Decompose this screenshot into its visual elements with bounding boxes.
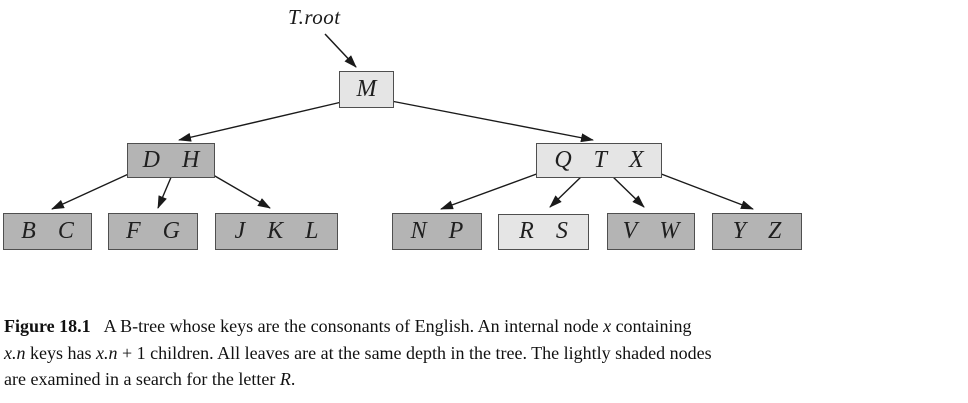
node-key-l: L <box>305 217 319 244</box>
btree-node-dh: D H <box>127 143 215 178</box>
node-key-x: X <box>629 146 644 173</box>
caption-line-2: x.n keys has x.n + 1 children. All leave… <box>4 340 962 367</box>
tree-edges <box>51 33 754 210</box>
node-key-h: H <box>182 146 200 173</box>
root-pointer-label: T.root <box>288 5 341 29</box>
edge-m-to-qtx <box>390 100 594 143</box>
caption-line-3: are examined in a search for the letter … <box>4 366 962 393</box>
figure-caption: Figure 18.1 A B-tree whose keys are the c… <box>4 313 962 393</box>
btree-node-m: M <box>339 71 394 108</box>
btree-node-jkl: J K L <box>215 213 338 250</box>
node-key-z: Z <box>768 217 782 244</box>
caption-text: keys has <box>25 342 96 363</box>
node-key-n: N <box>410 217 427 244</box>
node-key-d: D <box>142 146 160 173</box>
node-key-v: V <box>622 217 638 244</box>
node-key-q: Q <box>554 146 572 173</box>
caption-text: A B-tree whose keys are the consonants o… <box>103 316 604 336</box>
node-key-g: G <box>162 217 180 244</box>
node-key-w: W <box>659 217 680 244</box>
edge-m-to-dh <box>178 100 347 142</box>
caption-var-r: R <box>279 369 291 389</box>
edge-qtx-to-vw <box>610 174 645 208</box>
node-key-y: Y <box>732 217 746 244</box>
node-key-m: M <box>356 75 377 102</box>
btree-node-np: N P <box>392 213 482 250</box>
caption-var-xn: x.n <box>96 342 118 363</box>
edge-dh-to-bc <box>51 171 134 210</box>
caption-text: containing <box>611 316 692 336</box>
btree-node-qtx: Q T X <box>536 143 662 178</box>
btree-node-rs: R S <box>498 214 589 250</box>
node-key-t: T <box>593 146 608 173</box>
node-key-p: P <box>448 217 464 244</box>
edge-qtx-to-rs <box>549 174 584 208</box>
node-key-j: J <box>234 217 246 244</box>
caption-text: are examined in a search for the letter <box>4 369 280 389</box>
edge-dh-to-jkl <box>207 171 271 209</box>
edge-dh-to-fg <box>157 174 173 209</box>
caption-text: . <box>290 369 296 389</box>
btree-diagram: T.root M D H Q T X B C F G J K L N P <box>3 5 802 250</box>
btree-node-fg: F G <box>108 213 198 250</box>
btree-node-vw: V W <box>607 213 695 250</box>
node-key-r: R <box>519 218 534 244</box>
caption-line-1: Figure 18.1 A B-tree whose keys are the c… <box>4 313 962 340</box>
node-key-f: F <box>125 217 141 244</box>
node-key-k: K <box>267 217 284 244</box>
caption-text: + 1 children. All leaves are at the same… <box>117 342 712 363</box>
caption-var-x: x <box>603 316 612 336</box>
node-key-c: C <box>57 217 74 244</box>
edge-qtx-to-np <box>440 171 543 210</box>
edge-qtx-to-yz <box>655 171 754 210</box>
edge-root-pointer <box>324 33 357 68</box>
btree-node-bc: B C <box>3 213 92 250</box>
node-key-s: S <box>555 218 568 244</box>
caption-var-xn: x.n <box>4 342 26 363</box>
btree-node-yz: Y Z <box>712 213 802 250</box>
figure-label: Figure 18.1 <box>4 316 91 336</box>
node-key-b: B <box>21 217 36 244</box>
